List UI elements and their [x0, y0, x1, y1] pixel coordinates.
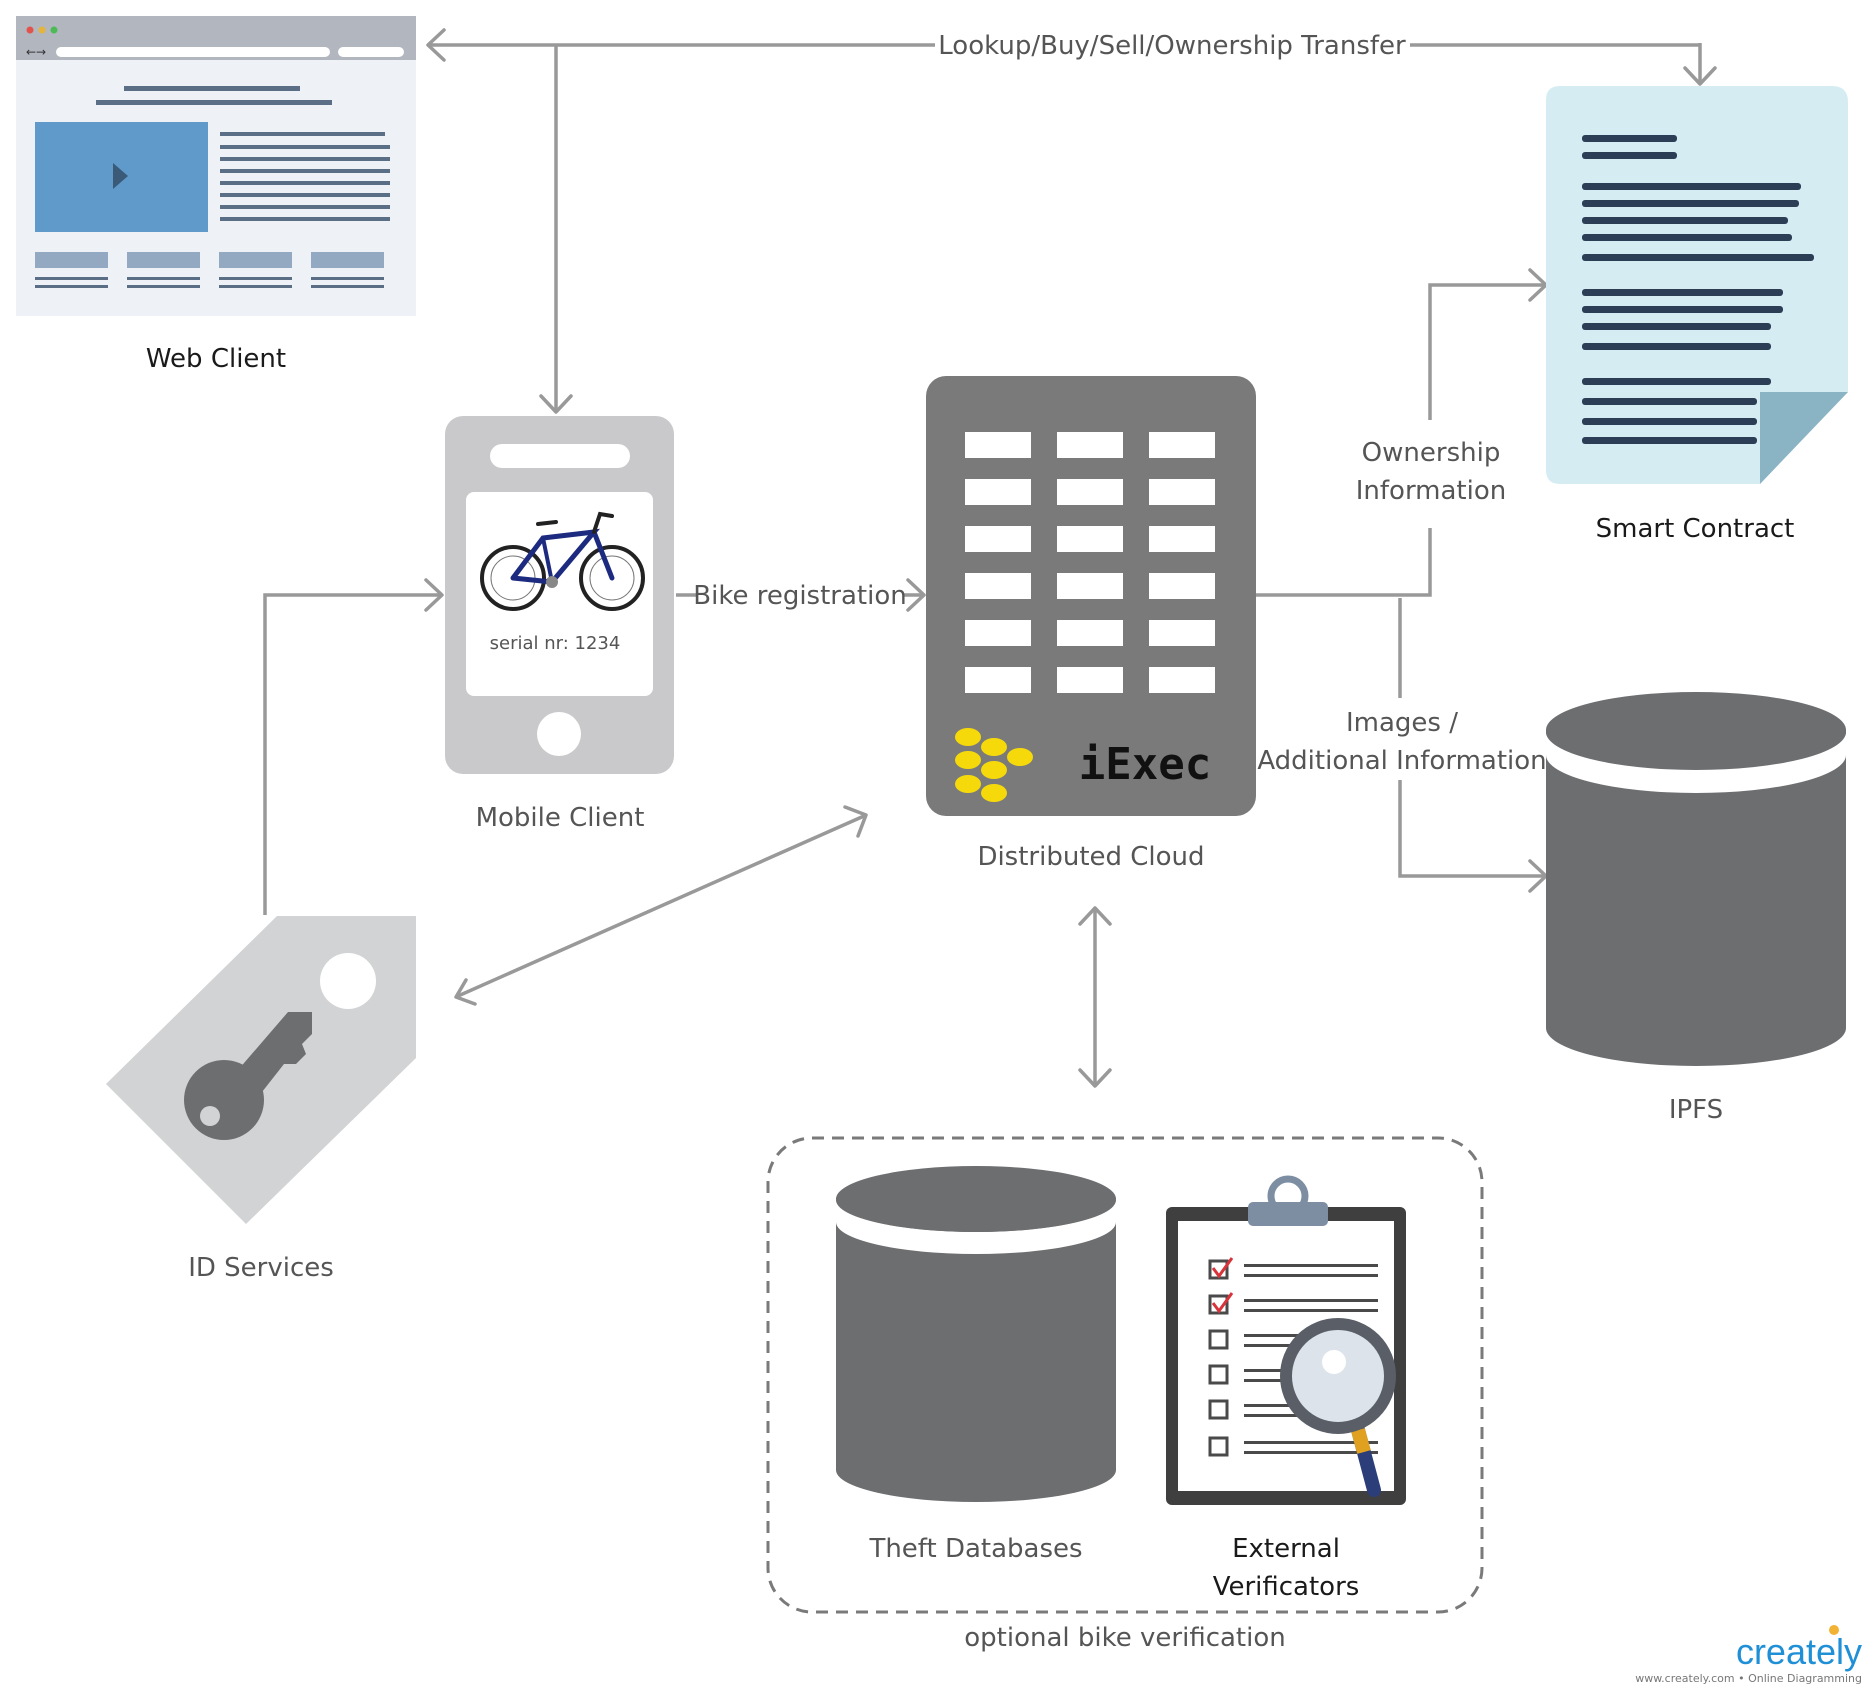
home-button [537, 712, 581, 756]
theft-db-cylinder-top [836, 1166, 1116, 1232]
distributed-cloud[interactable]: iExec Distributed Cloud [926, 376, 1256, 872]
dashed-group-border [766, 1136, 1484, 1614]
optional-verification-group[interactable]: Theft Databases [766, 1136, 1484, 1653]
mobile-client[interactable]: serial nr: 1234 Mobile Client [445, 416, 674, 833]
ownership-connector-a [1256, 528, 1432, 597]
theft-databases[interactable]: Theft Databases [836, 1166, 1116, 1564]
creately-branding[interactable]: creately www.creately.com • Online Diagr… [1635, 1625, 1862, 1685]
minimize-dot-icon [38, 26, 46, 34]
magnifier-icon [1280, 1318, 1396, 1497]
page-heading-line [124, 86, 300, 91]
text-lines [220, 132, 390, 221]
ownership-label-1: Ownership [1362, 438, 1501, 468]
maximize-dot-icon [50, 26, 58, 34]
serial-number: serial nr: 1234 [490, 633, 621, 654]
check-mark-icon [1211, 1257, 1234, 1279]
cloud-id-connector [457, 814, 865, 998]
check-mark-icon [1211, 1292, 1234, 1314]
external-verificators[interactable]: External Verificators [1166, 1175, 1406, 1602]
smart-contract-label: Smart Contract [1596, 514, 1795, 544]
arrow-head-diag-cloud [843, 805, 868, 838]
contract-text-lines [1582, 135, 1814, 444]
phone-screen [466, 492, 653, 696]
card-row [35, 252, 384, 288]
clipboard-clip [1248, 1202, 1328, 1226]
arrow-head-phone-left [424, 578, 444, 612]
tag-hole [320, 953, 376, 1009]
mobile-client-label: Mobile Client [476, 803, 645, 833]
id-to-phone-connector [263, 593, 440, 915]
arrow-head-diag-id [454, 978, 477, 1006]
browser-search-bar [338, 47, 404, 57]
bulb-icon [1829, 1625, 1839, 1635]
ipfs-cylinder-band [1546, 732, 1846, 793]
arrow-head-phone [539, 394, 573, 414]
nav-arrows-icon: ←→ [26, 45, 46, 59]
ipfs-label: IPFS [1669, 1095, 1723, 1125]
arrow-head-down [1078, 1068, 1112, 1088]
bicycle-icon [480, 511, 645, 611]
connectors [263, 28, 1717, 1088]
arrow-head-up [1078, 906, 1112, 926]
theft-db-cylinder-body [836, 1168, 1116, 1502]
ownership-connector-b [1428, 283, 1546, 420]
server-grid [965, 432, 1215, 693]
bike-registration-label: Bike registration [693, 581, 906, 611]
distributed-cloud-label: Distributed Cloud [977, 842, 1204, 872]
id-services[interactable]: ID Services [106, 916, 416, 1283]
web-client[interactable]: ←→ Web Client [16, 16, 416, 374]
external-verificators-label-1: External [1232, 1534, 1340, 1564]
iexec-logo-text: iExec [1079, 739, 1211, 790]
phone-speaker [490, 444, 630, 468]
smart-contract[interactable]: Smart Contract [1546, 86, 1848, 544]
images-label-1: Images / [1346, 708, 1458, 738]
id-services-label: ID Services [188, 1253, 334, 1283]
ownership-label-2: Information [1356, 476, 1507, 506]
creately-logo: creately [1736, 1631, 1862, 1672]
key-hole [200, 1106, 220, 1126]
arrow-head-contract [1683, 66, 1717, 86]
lookup-label: Lookup/Buy/Sell/Ownership Transfer [938, 31, 1406, 61]
contract-page-fold [1760, 392, 1848, 484]
close-dot-icon [26, 26, 34, 34]
creately-tagline: www.creately.com • Online Diagramming [1635, 1672, 1862, 1685]
arrow-head-left [426, 28, 446, 62]
page-subheading-line [96, 100, 332, 105]
ipfs-storage[interactable]: IPFS [1546, 692, 1846, 1125]
optional-group-label: optional bike verification [964, 1623, 1285, 1653]
theft-db-cylinder-band [836, 1200, 1116, 1254]
arrow-head-cloud [906, 578, 926, 612]
iexec-logo-icon [955, 728, 1033, 802]
ipfs-cylinder-top [1546, 696, 1846, 768]
theft-databases-label: Theft Databases [868, 1534, 1082, 1564]
web-client-label: Web Client [146, 344, 286, 374]
external-verificators-label-2: Verificators [1213, 1572, 1360, 1602]
address-bar [56, 47, 330, 57]
play-icon [113, 163, 128, 189]
images-label-2: Additional Information [1257, 746, 1546, 776]
images-connector-b [1398, 780, 1546, 878]
